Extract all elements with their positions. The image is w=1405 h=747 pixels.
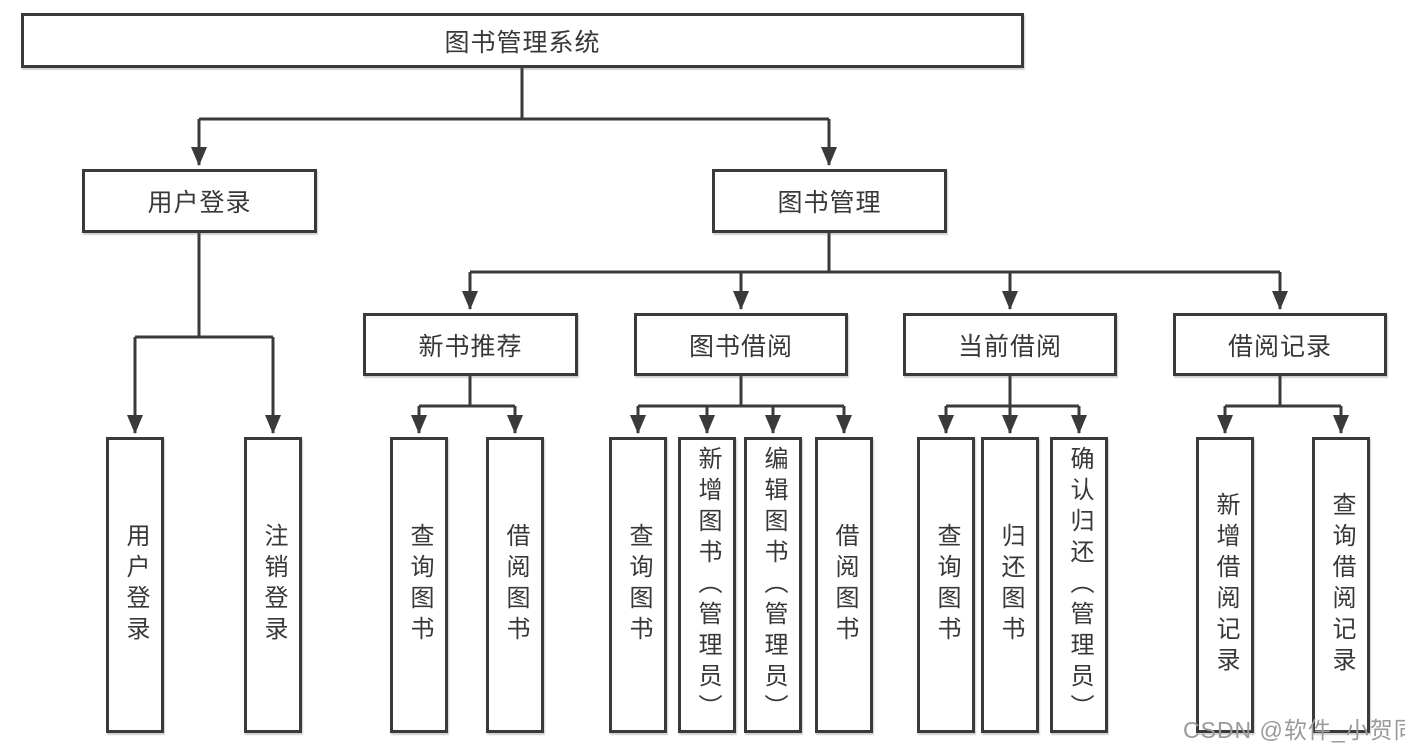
leaf-add-books-admin: 新增图书（管理员） xyxy=(678,437,736,733)
leaf-borrow-books-recommend-label: 借阅图书 xyxy=(502,523,529,647)
leaf-query-books-recommend-label: 查询图书 xyxy=(406,523,433,647)
leaf-confirm-return-admin-label: 确认归还（管理员） xyxy=(1066,445,1093,725)
leaf-query-borrow-record: 查询借阅记录 xyxy=(1312,437,1370,733)
leaf-add-books-admin-label: 新增图书（管理员） xyxy=(694,445,721,725)
leaf-query-books-current: 查询图书 xyxy=(917,437,975,733)
leaf-add-borrow-record: 新增借阅记录 xyxy=(1196,437,1254,733)
leaf-confirm-return-admin: 确认归还（管理员） xyxy=(1050,437,1108,733)
connector-new-books-to-leaves xyxy=(411,376,523,434)
node-borrow-records: 借阅记录 xyxy=(1173,313,1387,376)
leaf-query-books-current-label: 查询图书 xyxy=(933,523,960,647)
node-root-label: 图书管理系统 xyxy=(444,28,601,57)
connector-user-login-to-leaves xyxy=(127,233,281,434)
connector-borrow-records-to-leaves xyxy=(1217,376,1349,434)
leaf-borrow-books-recommend: 借阅图书 xyxy=(486,437,544,733)
node-root-system: 图书管理系统 xyxy=(21,13,1024,68)
node-book-borrow: 图书借阅 xyxy=(634,313,848,376)
leaf-query-borrow-record-label: 查询借阅记录 xyxy=(1328,492,1355,678)
connector-current-borrow-to-leaves xyxy=(938,376,1087,434)
node-borrow-records-label: 借阅记录 xyxy=(1227,332,1332,361)
connector-book-borrow-to-leaves xyxy=(630,376,852,434)
leaf-query-books-borrow: 查询图书 xyxy=(609,437,667,733)
leaf-borrow-books: 借阅图书 xyxy=(815,437,873,733)
node-user-login: 用户登录 xyxy=(82,169,317,233)
leaf-user-login-label: 用户登录 xyxy=(122,523,149,647)
csdn-watermark: CSDN @软件_小贺同学 xyxy=(1183,717,1405,743)
leaf-query-books-borrow-label: 查询图书 xyxy=(625,523,652,647)
node-new-book-recommend-label: 新书推荐 xyxy=(418,332,523,361)
leaf-return-books-label: 归还图书 xyxy=(997,523,1024,647)
leaf-edit-books-admin: 编辑图书（管理员） xyxy=(744,437,802,733)
leaf-logout: 注销登录 xyxy=(244,437,302,733)
node-current-borrow: 当前借阅 xyxy=(903,313,1117,376)
leaf-logout-label: 注销登录 xyxy=(260,523,287,647)
connector-root-to-level1 xyxy=(191,68,837,166)
node-current-borrow-label: 当前借阅 xyxy=(957,332,1062,361)
leaf-add-borrow-record-label: 新增借阅记录 xyxy=(1212,492,1239,678)
leaf-edit-books-admin-label: 编辑图书（管理员） xyxy=(760,445,787,725)
node-book-management-label: 图书管理 xyxy=(777,189,882,217)
leaf-return-books: 归还图书 xyxy=(981,437,1039,733)
leaf-query-books-recommend: 查询图书 xyxy=(390,437,448,733)
connector-book-mgmt-to-level2 xyxy=(462,233,1288,310)
leaf-user-login: 用户登录 xyxy=(106,437,164,733)
node-book-management: 图书管理 xyxy=(712,169,947,233)
node-user-login-label: 用户登录 xyxy=(147,189,252,217)
node-new-book-recommend: 新书推荐 xyxy=(363,313,578,376)
node-book-borrow-label: 图书借阅 xyxy=(688,332,793,361)
leaf-borrow-books-label: 借阅图书 xyxy=(831,523,858,647)
